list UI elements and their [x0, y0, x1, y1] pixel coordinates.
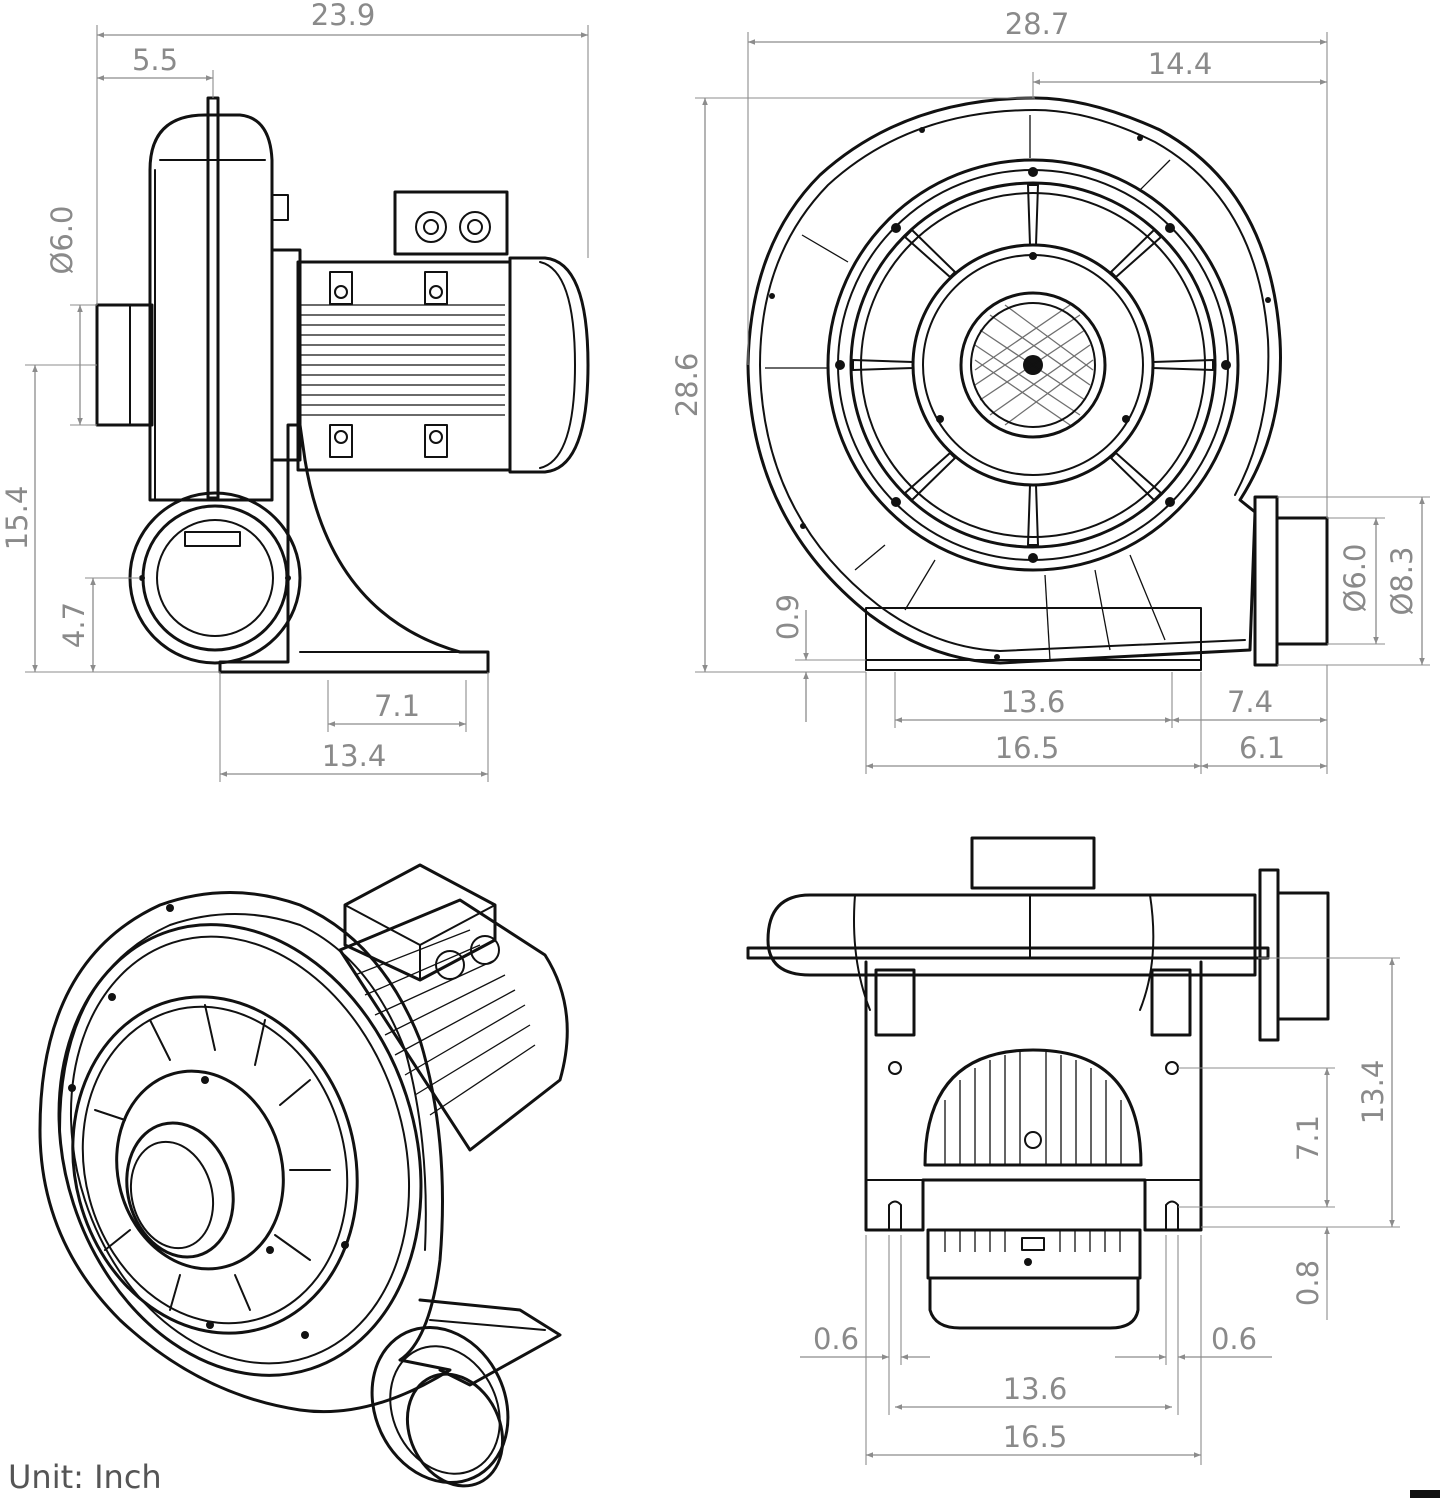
unit-label: Unit: Inch: [8, 1458, 162, 1496]
dim-overall-height: 28.6: [670, 353, 704, 418]
dim-base-width: 16.5: [1003, 1420, 1068, 1454]
dim-outlet-offset: 6.1: [1239, 731, 1285, 765]
dim-slot-spacing: 13.6: [1003, 1372, 1068, 1406]
dim-outlet-projection: 7.4: [1227, 685, 1273, 719]
dim-slot-offset: 0.8: [1291, 1260, 1325, 1306]
dim-base-length: 13.4: [322, 739, 387, 773]
bottom-view-dimensions: 13.4 7.1 0.8 0.6 0.6 13.6 16.5: [800, 957, 1400, 1465]
dim-slot-width-right: 0.6: [1211, 1322, 1257, 1356]
dim-flange-offset: 5.5: [132, 43, 178, 77]
front-view-drawing: [746, 96, 1329, 671]
dim-outlet-diameter: Ø6.0: [45, 206, 79, 275]
front-view-dimensions: 28.7 14.4 28.6 0.9 Ø6.0 Ø8.3 13.6 16.: [670, 7, 1430, 774]
side-view-dimensions: 23.9 5.5 Ø6.0 15.4 4.7 7.1 13.4: [0, 0, 589, 782]
dim-base-width: 16.5: [995, 731, 1060, 765]
dim-overall-width: 28.7: [1005, 7, 1070, 41]
dim-outlet-height: 15.4: [0, 486, 34, 551]
corner-mark: [1410, 1490, 1440, 1498]
side-view-drawing: [95, 96, 590, 674]
dim-flange-diameter: Ø8.3: [1385, 547, 1419, 616]
dim-inlet-diameter: Ø6.0: [1338, 544, 1372, 613]
dim-base-hole-spacing: 13.6: [1001, 685, 1066, 719]
bottom-view-drawing: [746, 836, 1330, 1330]
isometric-view-drawing: [38, 863, 569, 1488]
dim-slot-width-left: 0.6: [813, 1322, 859, 1356]
dim-base-clearance: 0.9: [771, 594, 805, 640]
dim-base-hole-spacing: 7.1: [374, 689, 420, 723]
dim-mount-depth: 13.4: [1356, 1060, 1390, 1125]
dim-inlet-height: 4.7: [57, 602, 91, 648]
dim-hole-spacing: 7.1: [1291, 1115, 1325, 1161]
dim-overall-length: 23.9: [311, 0, 376, 32]
dim-center-to-outlet: 14.4: [1148, 47, 1213, 81]
